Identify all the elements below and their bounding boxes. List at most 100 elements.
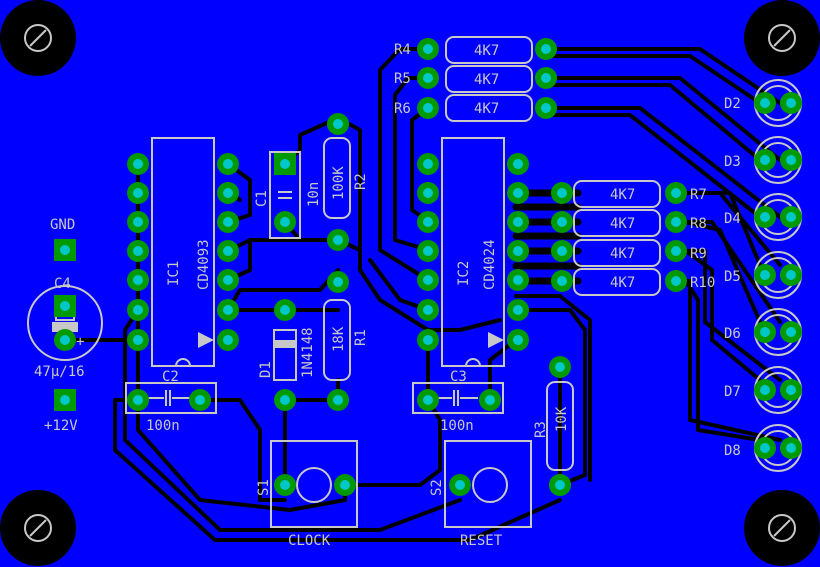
- value-c2: 100n: [146, 418, 180, 434]
- ic1-pin: [127, 211, 149, 233]
- ic2-pin: [417, 211, 439, 233]
- c4-pad: [54, 295, 76, 317]
- led-pad: [754, 149, 776, 171]
- label-12v: +12V: [44, 418, 78, 434]
- label-reset: RESET: [460, 533, 503, 549]
- led-pad: [754, 379, 776, 401]
- value-r2: 100K: [331, 166, 347, 200]
- label-r2: R2: [353, 173, 369, 190]
- ic2-outline: [441, 137, 505, 367]
- ic1-outline: [151, 137, 215, 367]
- c1-pad: [274, 153, 296, 175]
- label-ic2: IC2: [456, 261, 472, 286]
- resistor-pad: [417, 38, 439, 60]
- r1-pad: [327, 389, 349, 411]
- ic2-pin: [507, 240, 529, 262]
- ic2-pin: [417, 153, 439, 175]
- s1-outline: [270, 440, 358, 528]
- led-pad: [780, 149, 802, 171]
- label-d4: D4: [724, 211, 741, 227]
- value-r8: 4K7: [610, 216, 635, 232]
- c3-outline: [412, 382, 504, 414]
- c4-pad: [54, 329, 76, 351]
- label-d3: D3: [724, 154, 741, 170]
- s2-pad: [449, 474, 471, 496]
- label-s1: S1: [256, 479, 272, 496]
- resistor-pad: [551, 182, 573, 204]
- r1-pad: [327, 271, 349, 293]
- pads: [54, 38, 802, 496]
- resistor-pad: [535, 38, 557, 60]
- r4-body: [445, 36, 533, 64]
- c4-outline: [27, 285, 103, 361]
- led-pad: [754, 437, 776, 459]
- label-ic1: IC1: [166, 261, 182, 286]
- label-r6: R6: [394, 101, 411, 117]
- value-r9: 4K7: [610, 246, 635, 262]
- resistor-pad: [665, 240, 687, 262]
- led-pad: [780, 206, 802, 228]
- value-c3: 100n: [440, 418, 474, 434]
- value-c1: 10n: [306, 182, 322, 207]
- d1-pad: [274, 389, 296, 411]
- r2-pad: [327, 229, 349, 251]
- ic1-pin: [127, 329, 149, 351]
- label-c1: C1: [254, 190, 270, 207]
- led-pad: [780, 321, 802, 343]
- ic2-pin: [507, 269, 529, 291]
- d1-pad: [274, 299, 296, 321]
- silkscreen: [27, 36, 661, 528]
- value-r3: 10K: [554, 406, 570, 432]
- label-d8: D8: [724, 443, 741, 459]
- resistor-pad: [665, 270, 687, 292]
- ic1-pin: [127, 240, 149, 262]
- resistor-pad: [665, 182, 687, 204]
- value-r4: 4K7: [474, 43, 499, 59]
- resistor-pad: [535, 67, 557, 89]
- s2-outline: [444, 440, 532, 528]
- ic2-pin: [417, 240, 439, 262]
- ic2-pin: [417, 182, 439, 204]
- ic2-pin: [507, 329, 529, 351]
- label-c2: C2: [162, 369, 179, 385]
- value-c4: 47μ/16: [34, 364, 85, 380]
- ic1-pin: [217, 329, 239, 351]
- d1-outline: [273, 329, 297, 381]
- r5-body: [445, 65, 533, 93]
- part-ic2: CD4024: [482, 239, 498, 290]
- silk-text: R4 R5 R6 4K7 4K7 4K7 4K7 4K7 4K7 4K7 R7 …: [34, 42, 741, 549]
- label-d7: D7: [724, 384, 741, 400]
- resistor-pad: [551, 240, 573, 262]
- ic2-pin: [417, 299, 439, 321]
- part-d1: 1N4148: [300, 327, 316, 378]
- label-d5: D5: [724, 269, 741, 285]
- r1-body: [323, 299, 351, 381]
- ic1-pin: [217, 182, 239, 204]
- ic1-pin: [217, 153, 239, 175]
- ic1-pin: [127, 182, 149, 204]
- c4-plus: +: [76, 334, 84, 350]
- label-r9: R9: [690, 246, 707, 262]
- label-r8: R8: [690, 216, 707, 232]
- c2-pad: [127, 389, 149, 411]
- r8-body: [573, 209, 661, 237]
- resistor-pad: [417, 67, 439, 89]
- r3-pad: [549, 356, 571, 378]
- ic1-pin: [217, 299, 239, 321]
- ic1-pin: [127, 299, 149, 321]
- s2-pad: [549, 474, 571, 496]
- label-d1: D1: [258, 361, 274, 378]
- c2-pad: [189, 389, 211, 411]
- r7-body: [573, 180, 661, 208]
- ic2-pin: [417, 269, 439, 291]
- led-pad: [780, 379, 802, 401]
- label-d2: D2: [724, 96, 741, 112]
- led-pad: [754, 264, 776, 286]
- c2-outline: [125, 382, 217, 414]
- c1-outline: [269, 151, 301, 239]
- ic2-pin: [507, 299, 529, 321]
- c3-pad: [417, 389, 439, 411]
- value-r10: 4K7: [610, 275, 635, 291]
- led-pad: [754, 206, 776, 228]
